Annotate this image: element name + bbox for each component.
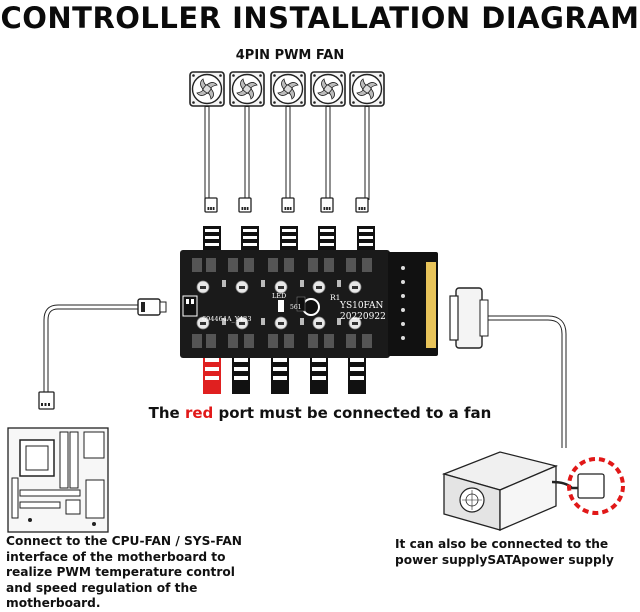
sata-plug-icon bbox=[449, 287, 489, 349]
board-date-label: 20220922 bbox=[340, 312, 386, 322]
motherboard-cable bbox=[43, 304, 140, 392]
cable-plug-bottom bbox=[38, 391, 55, 410]
note-suffix: port must be connected to a fan bbox=[213, 404, 492, 422]
board-led-label: LED bbox=[272, 292, 286, 300]
psu-cable bbox=[480, 315, 567, 448]
board-part-label: 694464A_Y433 bbox=[202, 315, 251, 323]
cable-plug-left bbox=[137, 298, 167, 316]
controller-board bbox=[180, 250, 438, 358]
motherboard-caption: Connect to the CPU-FAN / SYS-FAN interfa… bbox=[6, 534, 243, 610]
board-r-label: R1 bbox=[330, 293, 340, 302]
board-chip-label: 561 bbox=[290, 304, 301, 311]
psu-caption: It can also be connected to the power su… bbox=[395, 537, 614, 567]
highlight-circle bbox=[567, 457, 625, 515]
fan-icon-3 bbox=[270, 71, 306, 107]
motherboard-icon bbox=[7, 427, 109, 533]
bottom-fan-headers bbox=[203, 354, 366, 394]
diagram-title: CONTROLLER INSTALLATION DIAGRAM bbox=[0, 1, 640, 35]
note-prefix: The bbox=[148, 404, 185, 422]
fan-type-label: 4PIN PWM FAN bbox=[235, 48, 345, 63]
note-highlight: red bbox=[184, 404, 214, 422]
fan-icon-1 bbox=[189, 71, 225, 107]
fan-icon-4 bbox=[310, 71, 346, 107]
fan-icon-5 bbox=[349, 71, 385, 107]
fan-icon-2 bbox=[229, 71, 265, 107]
fan-plugs bbox=[204, 197, 369, 213]
board-model-label: YS10FAN bbox=[339, 301, 384, 311]
power-supply-icon bbox=[441, 451, 605, 531]
red-port-note: The red port must be connected to a fan bbox=[0, 404, 640, 422]
